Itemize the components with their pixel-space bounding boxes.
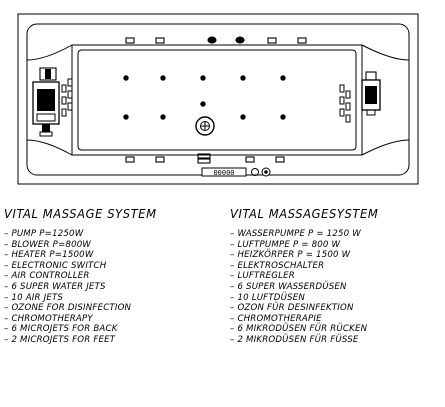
water-jet-icon	[125, 156, 135, 163]
english-title: VITAL MASSAGE SYSTEM	[4, 206, 157, 222]
air-jet-icon	[160, 75, 166, 81]
spec-item: AIR CONTROLLER	[4, 271, 219, 282]
air-jet-icon	[123, 114, 129, 120]
headrest-right	[361, 71, 381, 116]
water-jet-icon	[125, 37, 135, 44]
light-icon	[235, 36, 245, 44]
english-spec-list: PUMP P=1250W BLOWER P=800W HEATER P=1500…	[4, 229, 219, 346]
microjet-back-icon	[67, 90, 73, 99]
air-jet-icon	[280, 75, 286, 81]
spec-item: CHROMOTHERAPY	[4, 314, 219, 325]
microjet-back-icon	[67, 78, 73, 87]
microjet-back-icon	[345, 90, 351, 99]
switch-icon	[251, 168, 259, 176]
spec-item: ELEKTROSCHALTER	[230, 261, 442, 272]
side-jets-left	[61, 78, 73, 117]
microjet-back-icon	[67, 102, 73, 111]
spec-item: 2 MICROJETS FOR FEET	[4, 335, 219, 346]
spec-item: 10 LUFTDÜSEN	[230, 293, 442, 304]
spec-item: HEATER P=1500W	[4, 250, 219, 261]
drain-inner-icon	[200, 121, 210, 131]
microjet-icon	[197, 153, 211, 159]
spec-item: BLOWER P=800W	[4, 240, 219, 251]
spec-item: 2 MIKRODÜSEN FÜR FÜSSE	[230, 335, 442, 346]
spec-item: CHROMOTHERAPIE	[230, 314, 442, 325]
german-spec-column: VITAL MASSAGESYSTEM WASSERPUMPE P = 1250…	[230, 205, 442, 346]
spec-item: OZON FÜR DESINFEKTION	[230, 303, 442, 314]
basin-edge-curve-tr	[361, 44, 410, 61]
spec-item: 6 MIKRODÜSEN FÜR RÜCKEN	[230, 324, 442, 335]
bathtub-plan-drawing: 00000	[17, 13, 419, 185]
tub-basin	[71, 44, 363, 156]
spec-item: PUMP P=1250W	[4, 229, 219, 240]
german-spec-list: WASSERPUMPE P = 1250 W LUFTPUMPE P = 800…	[230, 229, 442, 346]
air-jet-icon	[280, 114, 286, 120]
spec-item: LUFTREGLER	[230, 271, 442, 282]
spec-item: WASSERPUMPE P = 1250 W	[230, 229, 442, 240]
spec-item: 10 AIR JETS	[4, 293, 219, 304]
basin-edge-curve-bl	[26, 139, 73, 156]
water-jet-icon	[155, 37, 165, 44]
tub-outer-frame	[17, 13, 419, 185]
air-jet-icon	[240, 114, 246, 120]
spec-item: LUFTPUMPE P = 800 W	[230, 240, 442, 251]
control-panel-frame	[201, 167, 247, 177]
spec-item: OZONE FOR DISINFECTION	[4, 303, 219, 314]
microjet-back-icon	[339, 108, 345, 117]
spec-item: HEIZKÖRPER P = 1500 W	[230, 250, 442, 261]
microjet-back-icon	[61, 96, 67, 105]
basin-edge-curve-br	[361, 139, 410, 156]
water-jet-icon	[267, 37, 277, 44]
control-panel: 00000	[201, 167, 271, 177]
air-jet-icon	[200, 101, 206, 107]
water-jet-icon	[275, 156, 285, 163]
english-spec-column: VITAL MASSAGE SYSTEM PUMP P=1250W BLOWER…	[4, 205, 219, 346]
microjet-icon	[197, 158, 211, 164]
microjet-back-icon	[345, 114, 351, 123]
spec-item: 6 MICROJETS FOR BACK	[4, 324, 219, 335]
drain	[195, 116, 215, 136]
spec-item: ELECTRONIC SWITCH	[4, 261, 219, 272]
water-jet-icon	[155, 156, 165, 163]
microjet-back-icon	[339, 84, 345, 93]
drain-icon	[195, 116, 215, 136]
water-jet-icon	[297, 37, 307, 44]
water-jets-bottom	[125, 153, 285, 164]
control-panel-display: 00000	[213, 169, 234, 177]
air-jet-icon	[240, 75, 246, 81]
light-icon	[207, 36, 217, 44]
water-jets-top	[125, 36, 307, 44]
microjet-back-icon	[61, 84, 67, 93]
air-jet-icon	[200, 75, 206, 81]
german-title: VITAL MASSAGESYSTEM	[230, 206, 379, 222]
air-jets	[123, 75, 286, 120]
air-jet-icon	[160, 114, 166, 120]
spec-item: 6 SUPER WATER JETS	[4, 282, 219, 293]
microjet-back-icon	[345, 102, 351, 111]
microjet-back-icon	[61, 108, 67, 117]
tub-floor	[77, 49, 357, 151]
spec-item: 6 SUPER WASSERDÜSEN	[230, 282, 442, 293]
side-jets-right	[339, 84, 351, 123]
water-jet-icon	[245, 156, 255, 163]
microjet-back-icon	[339, 96, 345, 105]
basin-edge-curve-tl	[26, 44, 73, 61]
air-jet-icon	[123, 75, 129, 81]
headrest-left	[32, 67, 60, 137]
tub-rim	[26, 23, 410, 176]
